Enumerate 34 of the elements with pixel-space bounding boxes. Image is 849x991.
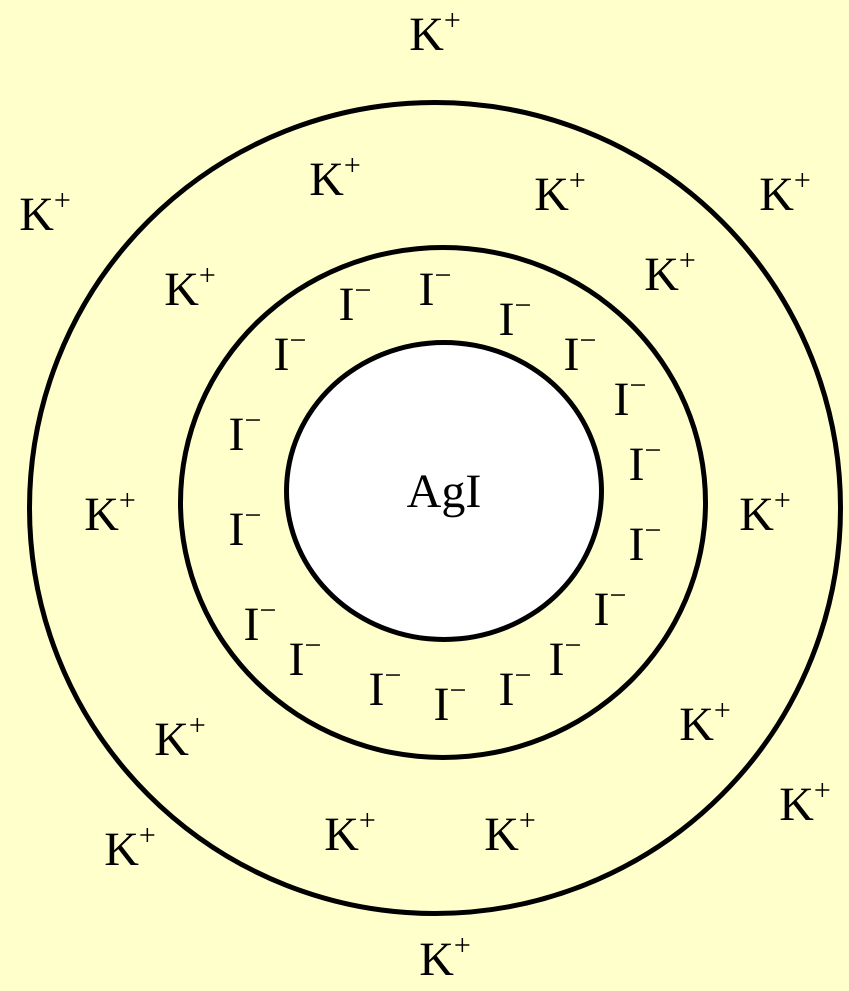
- ion-label: K$^{+}$: [484, 811, 536, 859]
- ion-label: I$^{−}$: [244, 601, 276, 649]
- ion-label: I$^{−}$: [228, 506, 262, 554]
- core-label: AgI: [406, 464, 482, 518]
- ion-label: I$^{−}$: [594, 586, 626, 634]
- ion-label: I$^{−}$: [628, 521, 662, 569]
- ion-label: K$^{+}$: [164, 266, 216, 314]
- ion-label: K$^{+}$: [19, 191, 71, 239]
- ion-label: K$^{+}$: [739, 491, 791, 539]
- ion-label: K$^{+}$: [759, 171, 811, 219]
- ion-label: K$^{+}$: [779, 781, 831, 829]
- ion-label: I$^{−}$: [418, 266, 452, 314]
- ion-label: I$^{−}$: [274, 331, 306, 379]
- ion-label: I$^{−}$: [628, 441, 662, 489]
- ion-label: I$^{−}$: [564, 331, 596, 379]
- ion-label: K$^{+}$: [644, 251, 696, 299]
- ion-label: K$^{+}$: [409, 11, 461, 59]
- ion-label: K$^{+}$: [84, 491, 136, 539]
- ion-label: K$^{+}$: [324, 811, 376, 859]
- ion-label: I$^{−}$: [434, 681, 466, 729]
- ion-label: I$^{−}$: [228, 411, 262, 459]
- ion-label: I$^{−}$: [288, 636, 322, 684]
- ion-label: K$^{+}$: [154, 716, 206, 764]
- ion-label: K$^{+}$: [104, 826, 156, 874]
- ion-label: K$^{+}$: [419, 936, 471, 984]
- ion-label: I$^{−}$: [498, 296, 532, 344]
- ion-label: I$^{−}$: [548, 636, 582, 684]
- ion-label: I$^{−}$: [338, 281, 372, 329]
- ion-label: I$^{−}$: [368, 666, 402, 714]
- ion-label: I$^{−}$: [498, 666, 532, 714]
- ion-label: K$^{+}$: [309, 156, 361, 204]
- ion-label: K$^{+}$: [534, 171, 586, 219]
- ion-label: K$^{+}$: [679, 701, 731, 749]
- ion-label: I$^{−}$: [614, 376, 646, 424]
